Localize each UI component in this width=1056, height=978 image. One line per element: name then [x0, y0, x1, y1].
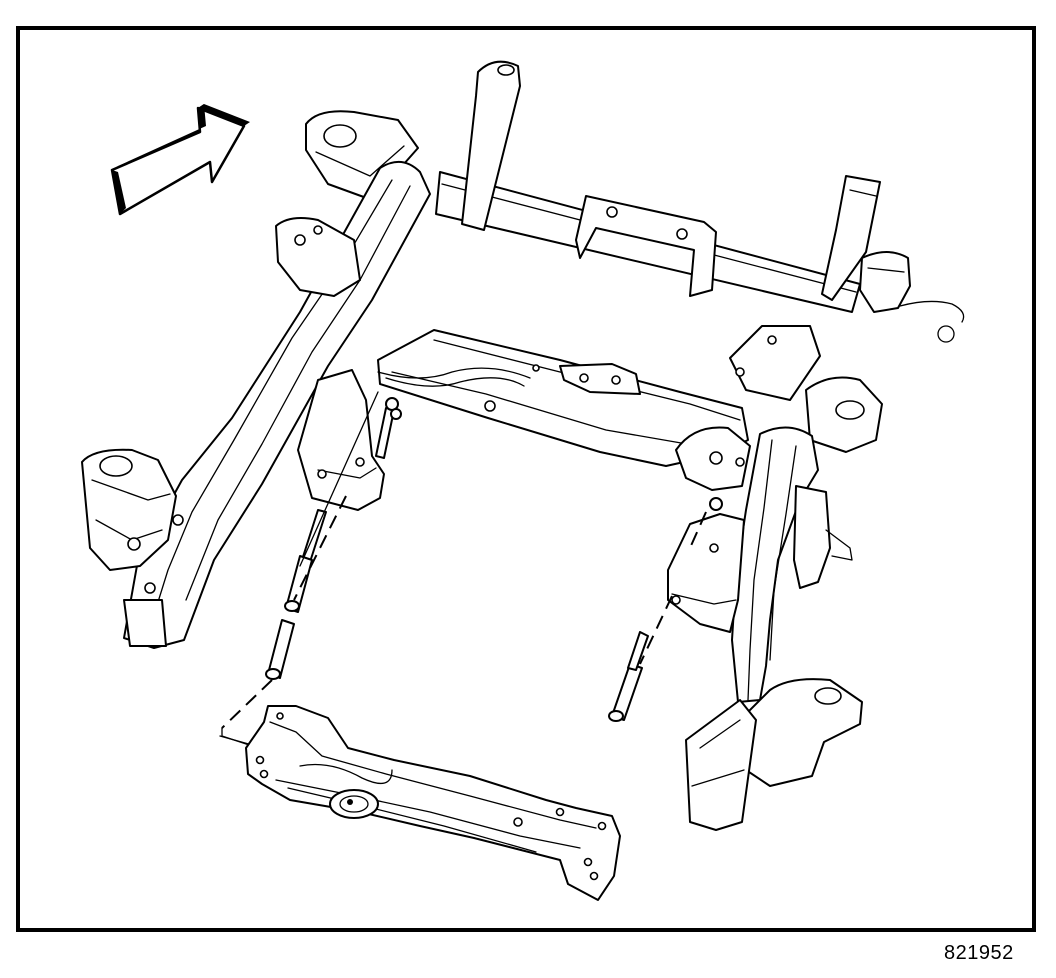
rear-crossmember — [245, 705, 621, 901]
figure-frame — [16, 26, 1036, 932]
engine-cradle-frame — [81, 60, 965, 831]
figure-id: 821952 — [944, 942, 1014, 964]
mounting-bolts — [219, 391, 723, 753]
direction-arrow-icon — [110, 104, 250, 216]
